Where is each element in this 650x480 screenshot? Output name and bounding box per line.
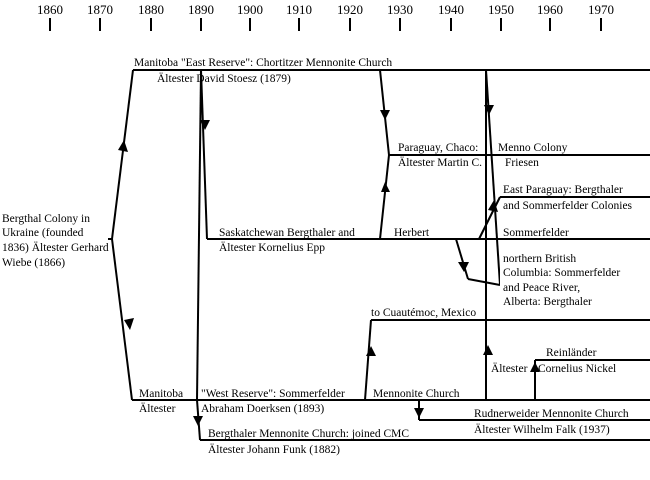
year-label: 1950 [488,2,514,17]
year-axis: 1860 1870 1880 1890 1900 1910 1920 1930 … [37,2,614,31]
friesen-label: Friesen [505,157,539,169]
herbert-label: Herbert [394,227,430,239]
year-label: 1890 [188,2,214,17]
arrow-up-icon [488,200,498,212]
origin-label-line1: Bergthal Colony in [2,213,90,225]
arrow-up-icon [366,346,376,356]
origin-label-line4: Wiebe (1866) [2,257,65,269]
arrow-down-icon [124,318,134,330]
mennonite-church-label: Mennonite Church [373,388,460,400]
year-label: 1970 [588,2,614,17]
year-label: 1910 [286,2,312,17]
arrow-up-icon [483,345,493,355]
arrow-down-icon [484,105,494,115]
paraguay-chaco-label: Paraguay, Chaco: [398,142,478,154]
east-altester-label: Ältester David Stoesz (1879) [157,71,291,85]
arrow-down-icon [380,110,390,120]
branch-manitoba-diag [111,238,133,401]
year-label: 1960 [537,2,563,17]
cuauhtemoc-label: to Cuautémoc, Mexico [371,307,476,319]
year-label: 1900 [237,2,263,17]
year-label: 1880 [138,2,164,17]
east-paraguay-label-line2: and Sommerfelder Colonies [503,200,633,212]
nbc-label-line4: Alberta: Bergthaler [503,296,592,308]
menno-colony-label: Menno Colony [498,142,568,154]
arrow-up-icon [530,362,540,372]
year-label: 1870 [87,2,113,17]
arrow-down-icon [193,416,203,426]
year-label: 1930 [387,2,413,17]
west-reserve-link [196,69,202,401]
year-label: 1860 [37,2,63,17]
branch-to-nbc-join [467,278,501,286]
wilhelm-falk-label: Ältester Wilhelm Falk (1937) [474,422,610,436]
branch-lines [108,69,650,441]
west-reserve-label: "West Reserve": Sommerfelder [201,388,345,400]
reinlander-altester-label: Ältester [491,361,528,375]
branch-saskatchewan-diag [200,69,208,240]
arrow-up-icon [118,140,128,152]
doerksen-label: Abraham Doerksen (1893) [201,403,324,415]
branch-east-reserve-diag [111,69,134,240]
nickel-label: Cornelius Nickel [538,363,616,375]
rudnerweider-label: Rudnerweider Mennonite Church [474,408,629,420]
manitoba-altester-label: Ältester [139,401,176,415]
branch-cuauhtemoc-diag [364,319,372,401]
origin-label-line2: Ukraine (founded [2,227,84,239]
sommerfelder-label: Sommerfelder [503,227,569,239]
nbc-label-line2: Columbia: Sommerfelder [503,267,620,279]
arrow-down-icon [458,262,469,272]
east-reserve-label: Manitoba "East Reserve": Chortitzer Menn… [134,57,392,69]
nbc-label-line3: and Peace River, [503,282,580,294]
branch-east-paraguay-diag [478,196,501,240]
arrow-up-icon [381,182,390,192]
reinlander-label: Reinländer [546,347,597,359]
branch-chaco-from-sask [379,154,390,240]
nbc-label-line1: northern British [503,253,576,265]
branch-to-nbc-from-sask [455,238,469,280]
year-label: 1940 [438,2,464,17]
saskatchewan-label: Saskatchewan Bergthaler and [219,227,355,239]
origin-label-bg [0,210,108,272]
bergthaler-cmc-label: Bergthaler Mennonite Church: joined CMC [208,428,409,440]
nbc-label-bg [500,243,650,309]
manitoba-label: Manitoba [139,388,183,400]
labels: Bergthal Colony in Ukraine (founded 1836… [2,57,633,456]
altester-epp-label: Ältester Kornelius Epp [219,240,325,254]
johann-funk-label: Ältester Johann Funk (1882) [208,442,340,456]
branch-northern-bc-diag [485,69,501,286]
east-paraguay-label-line1: East Paraguay: Bergthaler [503,184,623,196]
year-label: 1920 [337,2,363,17]
arrowheads [118,105,540,426]
label-backgrounds [0,210,650,309]
altester-martin-label: Ältester Martin C. [398,155,482,169]
arrow-down-icon [414,408,424,418]
arrow-down-icon [200,120,210,130]
origin-label-line3: 1836) Ältester Gerhard [2,240,109,254]
